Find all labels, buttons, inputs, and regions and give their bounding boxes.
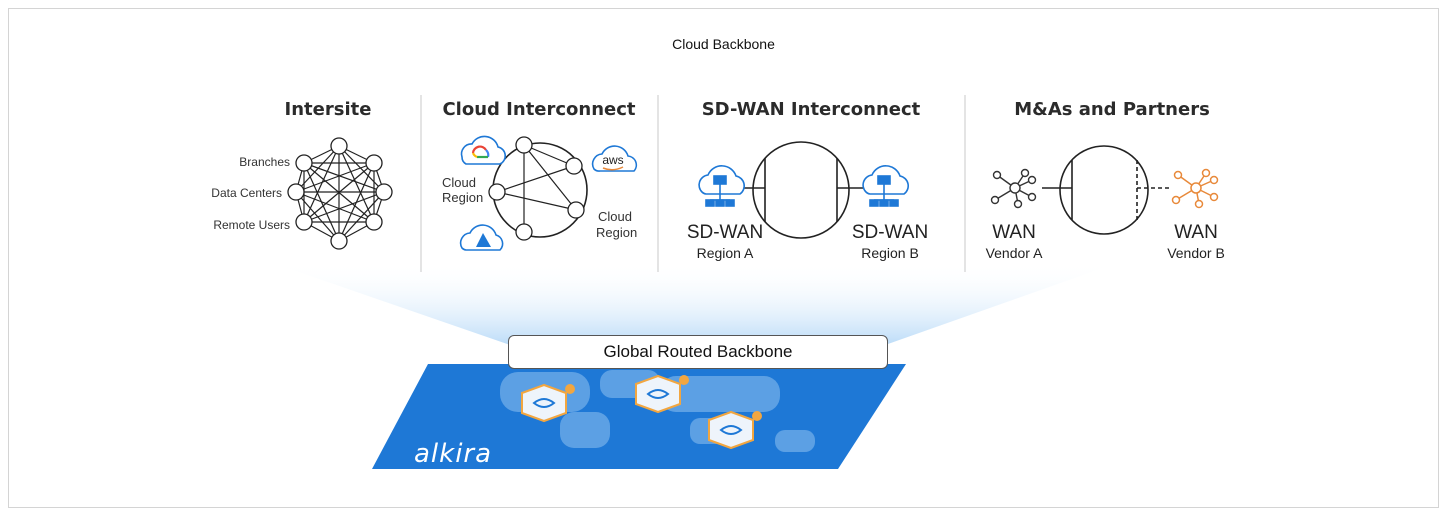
sdwan-left-sub: Region A (697, 245, 754, 261)
azure-icon (459, 224, 504, 251)
wan-vendor-b-icon (1171, 168, 1219, 209)
brand-logo: alkira (414, 439, 492, 469)
aws-icon: aws (591, 145, 638, 172)
google-cloud-icon (460, 135, 506, 165)
intersite-label-data-centers: Data Centers (211, 186, 282, 200)
sdwan-right-label: SD-WAN (852, 222, 928, 243)
intersite-label-remote-users: Remote Users (213, 218, 290, 232)
router-icon (635, 374, 689, 414)
router-icon (708, 410, 762, 450)
section-title-mna: M&As and Partners (1014, 99, 1210, 120)
wan-right-sub: Vendor B (1167, 245, 1225, 261)
sdwan-right-sub: Region B (861, 245, 919, 261)
diagram-title: Cloud Backbone (672, 36, 775, 52)
mna-ring (1059, 145, 1149, 235)
sdwan-left-label: SD-WAN (687, 222, 763, 243)
cloud-ring (492, 142, 588, 238)
cloud-region-right-label-2: Region (596, 225, 637, 240)
aws-text: aws (602, 153, 623, 167)
sdwan-icon-left (698, 165, 745, 207)
cloud-region-left-label-2: Region (442, 190, 483, 205)
backbone-diagram: Intersite Cloud Interconnect SD-WAN Inte… (211, 95, 1225, 469)
wan-right-label: WAN (1174, 222, 1218, 243)
wan-left-sub: Vendor A (986, 245, 1043, 261)
global-routed-backbone-label: Global Routed Backbone (508, 335, 888, 369)
wan-left-label: WAN (992, 222, 1036, 243)
section-title-sdwan: SD-WAN Interconnect (702, 99, 921, 120)
router-icon (521, 383, 575, 423)
cloud-links (496, 144, 577, 232)
wan-vendor-a-icon (990, 168, 1037, 209)
cloud-region-right-label-1: Cloud (598, 209, 632, 224)
sdwan-ring (752, 141, 850, 239)
intersite-label-branches: Branches (239, 155, 290, 169)
section-title-intersite: Intersite (285, 99, 372, 120)
sdwan-icon-right (862, 165, 909, 207)
section-title-cloud-interconnect: Cloud Interconnect (442, 99, 635, 120)
cloud-region-left-label-1: Cloud (442, 175, 476, 190)
backbone-glow (270, 262, 1120, 345)
cloud-nodes (488, 136, 585, 241)
intersite-nodes (287, 137, 393, 250)
